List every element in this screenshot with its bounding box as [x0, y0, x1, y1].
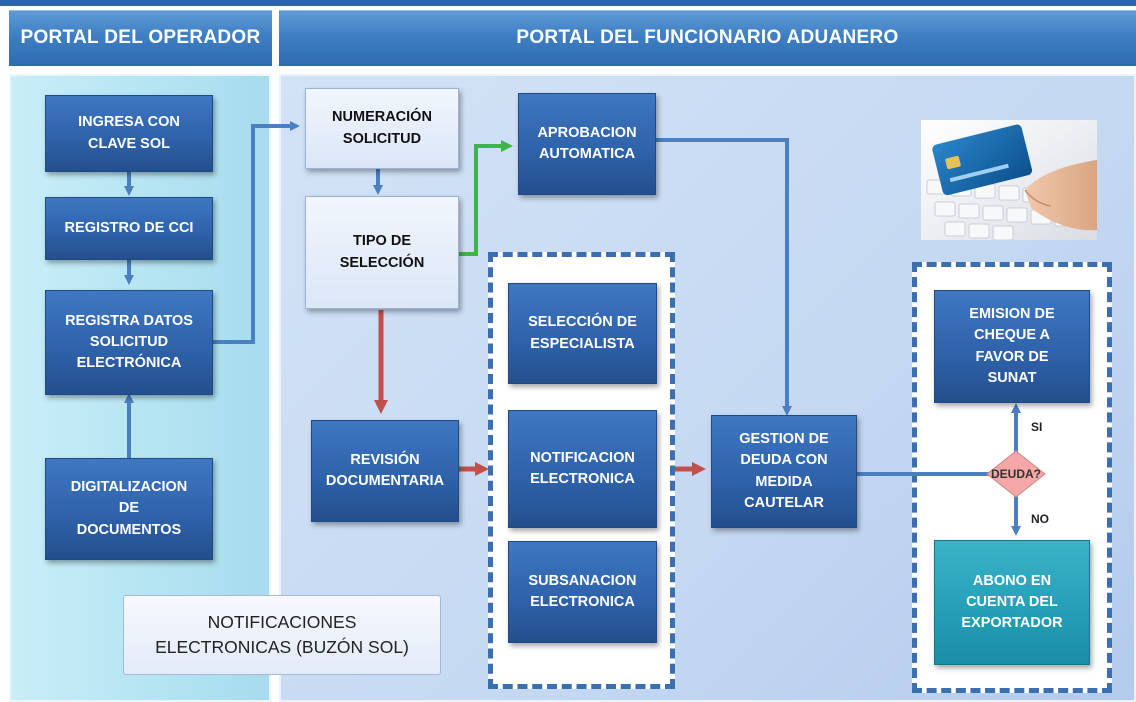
notifications-box: NOTIFICACIONES ELECTRONICAS (BUZÓN SOL) — [123, 595, 441, 675]
step-register-cci[interactable]: REGISTRO DE CCI — [45, 197, 213, 260]
step-gestion-deuda[interactable]: GESTION DE DEUDA CON MEDIDA CAUTELAR — [711, 415, 857, 528]
decision-label: DEUDA? — [991, 467, 1041, 481]
step-digitize-documents[interactable]: DIGITALIZACION DE DOCUMENTOS — [45, 458, 213, 560]
step-numeracion[interactable]: NUMERACIÓN SOLICITUD — [305, 88, 459, 169]
step-seleccion-especialista[interactable]: SELECCIÓN DE ESPECIALISTA — [508, 283, 657, 384]
decision-diamond — [986, 450, 1046, 498]
decision-no-label: NO — [1031, 512, 1049, 526]
step-emision-cheque[interactable]: EMISION DE CHEQUE A FAVOR DE SUNAT — [934, 290, 1090, 403]
header-operator: PORTAL DEL OPERADOR — [9, 10, 272, 66]
header-official: PORTAL DEL FUNCIONARIO ADUANERO — [279, 10, 1136, 66]
decision-yes-label: SI — [1031, 420, 1043, 434]
step-revision-documentaria[interactable]: REVISIÓN DOCUMENTARIA — [311, 420, 459, 522]
credit-card-keyboard-photo — [921, 120, 1097, 240]
arrow-register-to-numeracion — [213, 121, 300, 344]
step-login-clave-sol[interactable]: INGRESA CON CLAVE SOL — [45, 95, 213, 172]
step-aprobacion-automatica[interactable]: APROBACION AUTOMATICA — [518, 93, 656, 195]
arrow-tipo-to-aprobacion — [459, 140, 513, 256]
step-subsanacion-electronica[interactable]: SUBSANACION ELECTRONICA — [508, 541, 657, 643]
step-abono-cuenta[interactable]: ABONO EN CUENTA DEL EXPORTADOR — [934, 540, 1090, 665]
arrow-aprobacion-to-gestion — [656, 138, 792, 416]
step-register-request[interactable]: REGISTRA DATOS SOLICITUD ELECTRÓNICA — [45, 290, 213, 395]
step-tipo-seleccion[interactable]: TIPO DE SELECCIÓN — [305, 196, 459, 309]
top-accent-line — [0, 0, 1136, 6]
step-notificacion-electronica[interactable]: NOTIFICACION ELECTRONICA — [508, 410, 657, 528]
